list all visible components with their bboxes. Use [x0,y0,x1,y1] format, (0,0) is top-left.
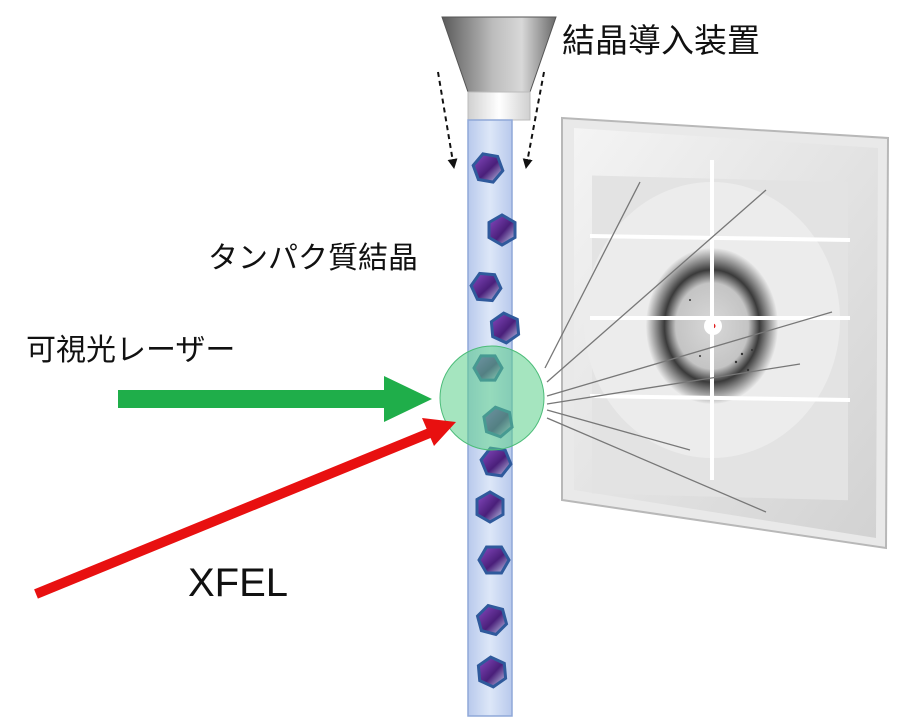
hexagon-crystal-icon [469,271,503,303]
nozzle-trapezoid-icon [441,16,557,121]
hexagon-crystal-icon [475,490,505,524]
hexagon-crystal-icon [475,603,509,637]
detector-panel-icon [544,116,890,550]
flow-arrow-right [522,71,545,169]
label-protein-crystals: タンパク質結晶 [208,241,418,276]
label-injector: 結晶導入装置 [562,21,760,60]
flow-arrow-left [437,71,458,169]
xfel-beam-arrow-icon [34,418,456,599]
hexagon-crystal-icon [477,545,511,575]
hexagon-crystal-icon [471,152,505,184]
label-visible-laser: 可視光レーザー [26,333,235,368]
label-xfel: XFEL [188,561,288,605]
hexagon-crystal-icon [487,213,517,247]
hexagon-crystal-icon [489,311,521,345]
hexagon-crystal-icon [476,655,508,689]
interaction-zone [439,345,545,451]
hexagon-crystal-icon [479,446,513,478]
visible-laser-arrow-icon [118,376,432,422]
